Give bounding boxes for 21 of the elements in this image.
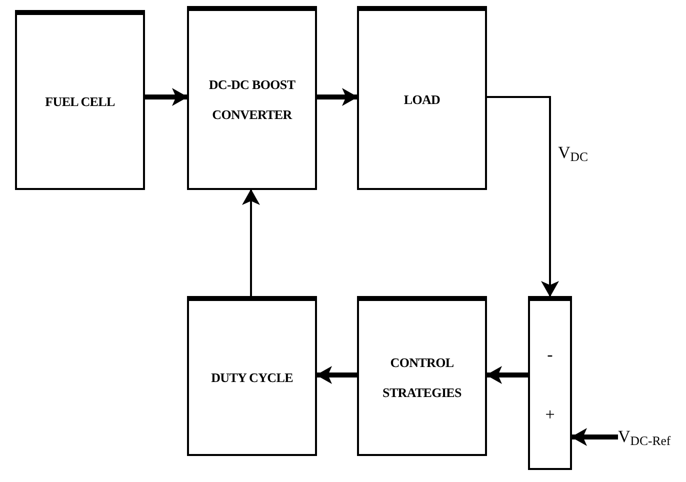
arrow [571,428,618,446]
sign-label: + [545,404,555,426]
reference-label: V$_{DC-Ref}$ [618,420,684,454]
sign-label: - [547,344,553,366]
process-box [187,6,317,190]
process-box [357,296,487,456]
box-label: FUEL CELL [45,92,115,111]
process-box [15,10,145,190]
process-box [187,296,317,456]
arrow [317,88,358,106]
arrow [487,96,559,297]
summing-junction-box [528,296,572,470]
box-label: DC-DC BOOST CONVERTER [208,76,296,124]
arrow [145,88,188,106]
box-label: LOAD [404,90,440,109]
process-box [357,6,487,190]
box-label: DUTY CYCLE [211,368,293,387]
arrow [316,366,357,384]
arrow [242,189,260,296]
arrow [486,366,528,384]
box-label: CONTROL STRATEGIES [382,354,462,402]
